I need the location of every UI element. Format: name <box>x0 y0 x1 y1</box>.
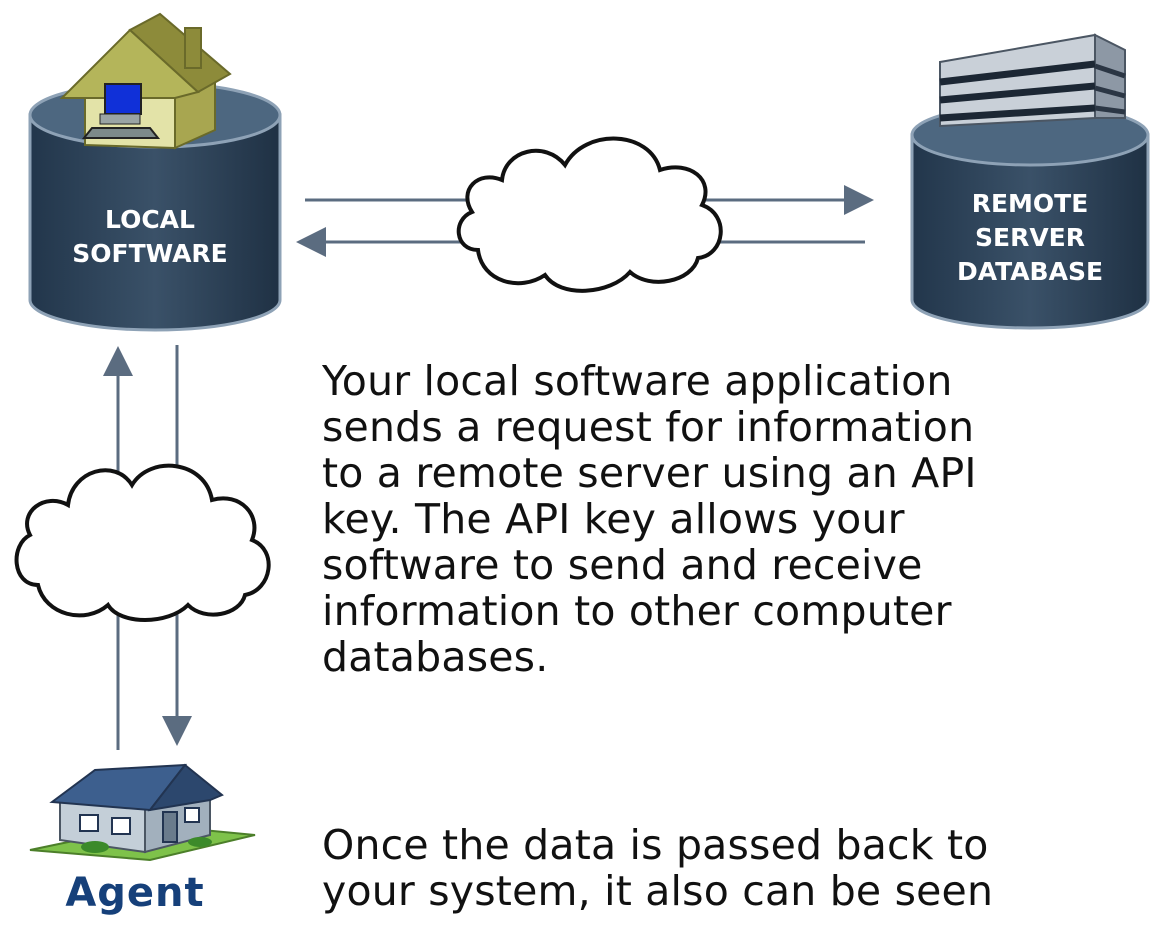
remote-label-line1: REMOTE <box>972 189 1089 218</box>
description-line: Once the data is passed back to <box>322 821 989 869</box>
description-main: Your local software application sends a … <box>322 358 1142 680</box>
local-software-label-line2: SOFTWARE <box>72 239 228 268</box>
internet-cloud-icon <box>456 136 723 293</box>
description-line: information to other computer <box>322 587 952 635</box>
description-line: software to send and receive <box>322 541 923 589</box>
remote-label-line2: SERVER <box>975 223 1085 252</box>
description-line: your system, it also can be seen <box>322 867 994 915</box>
house-computer-icon <box>59 12 232 150</box>
office-building-icon <box>939 33 1126 128</box>
description-line: sends a request for information <box>322 403 975 451</box>
description-line: key. The API key allows your <box>322 495 905 543</box>
description-line: to a remote server using an API <box>322 449 977 497</box>
description-second: Once the data is passed back to your sys… <box>322 822 1142 914</box>
local-software-label-line1: LOCAL <box>105 205 195 234</box>
agent-house-icon <box>29 763 256 862</box>
agent-cloud-icon <box>14 463 271 622</box>
description-line: Your local software application <box>322 357 953 405</box>
agent-label: Agent <box>65 870 205 916</box>
remote-label-line3: DATABASE <box>957 257 1103 286</box>
description-line: databases. <box>322 633 549 681</box>
